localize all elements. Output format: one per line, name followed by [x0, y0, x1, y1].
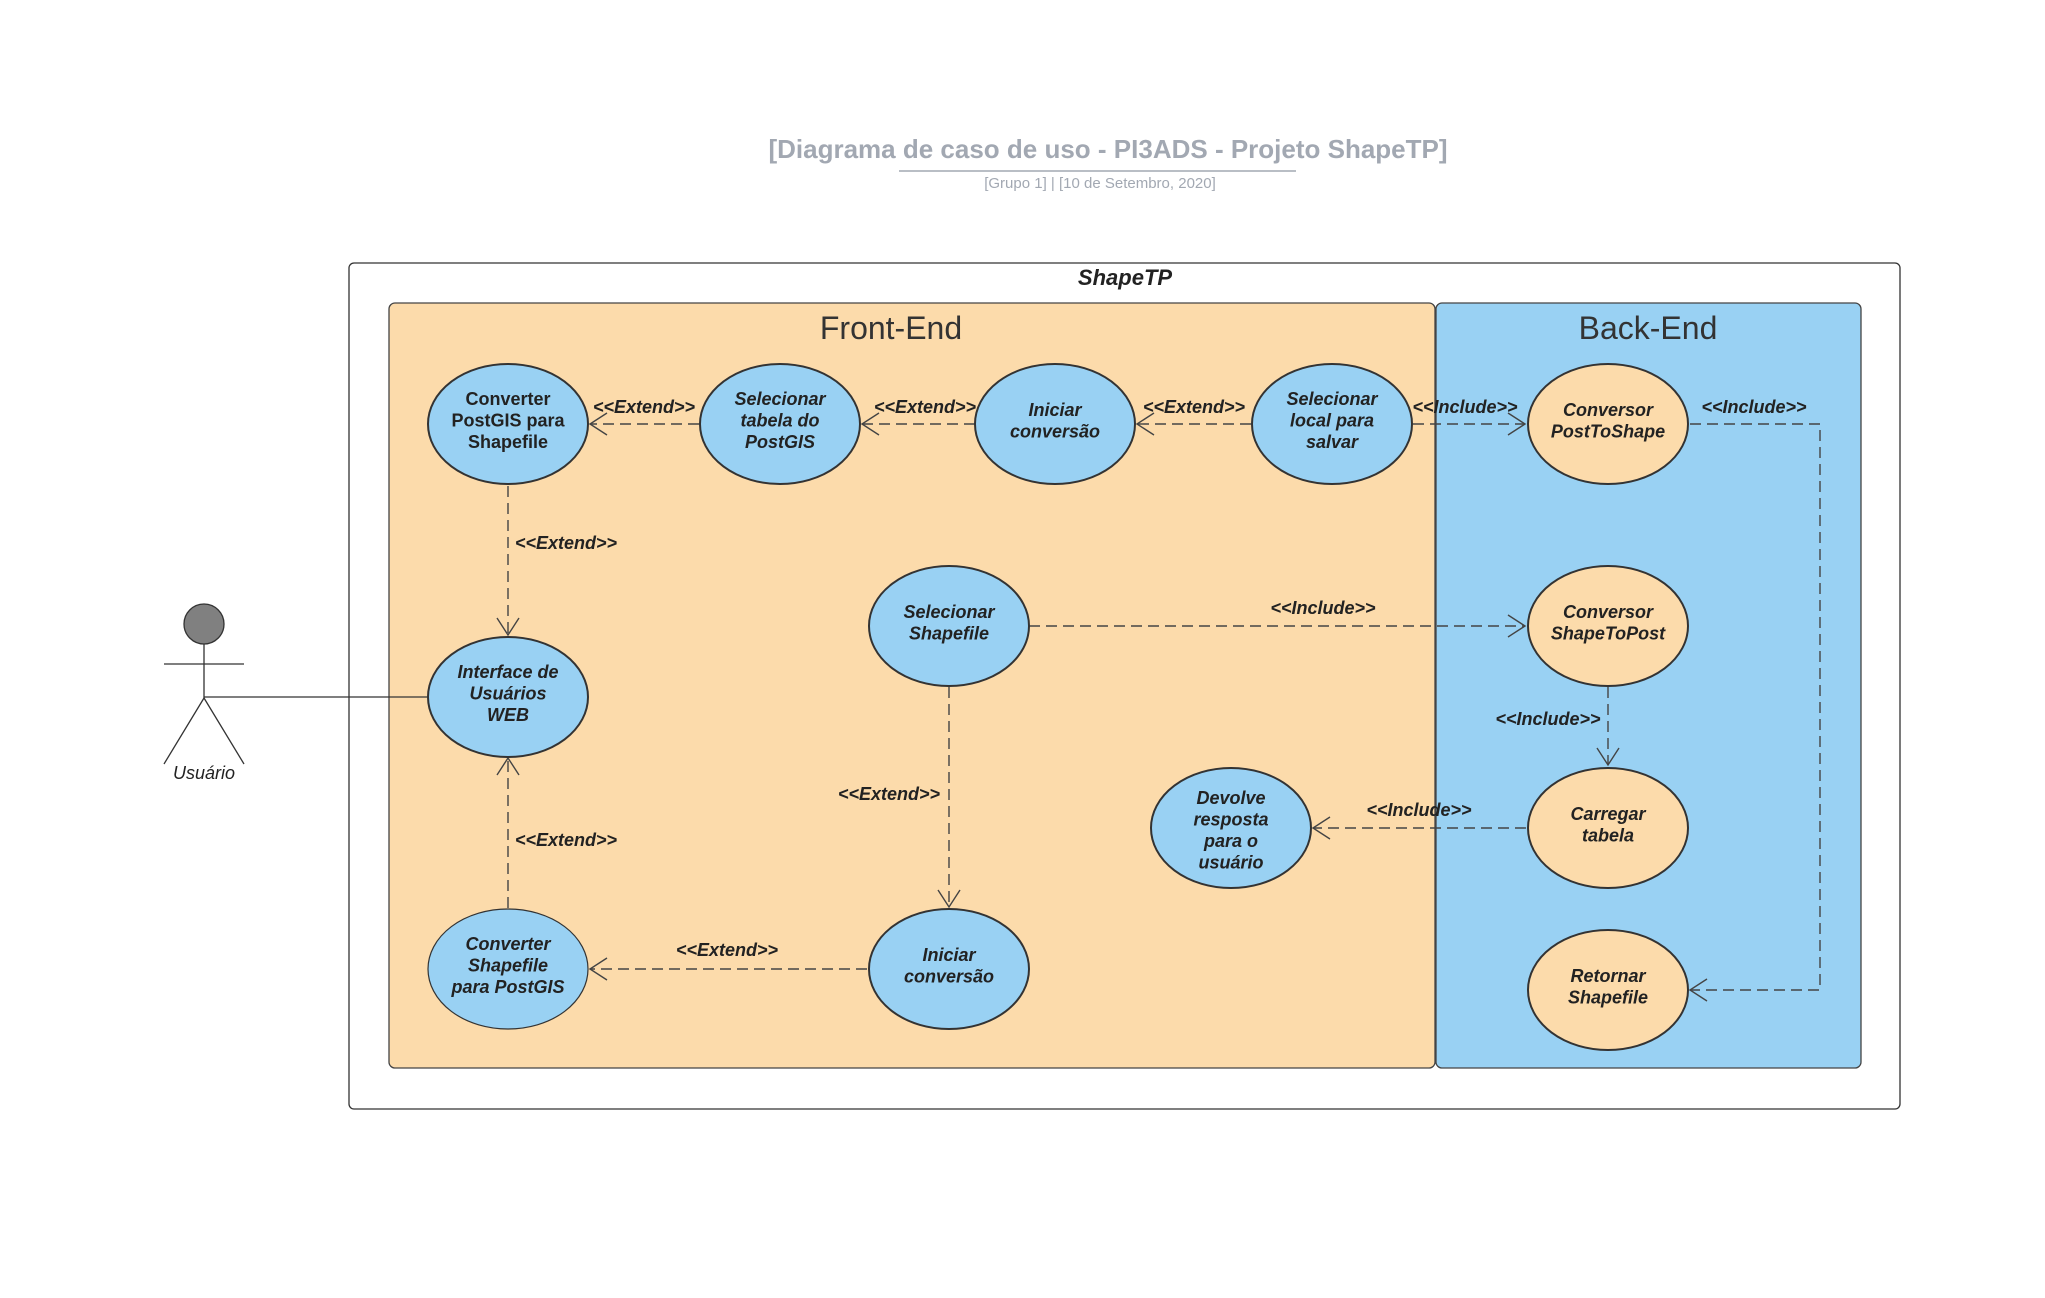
- rel-label-extend: <<Extend>>: [515, 830, 618, 850]
- system-label: ShapeTP: [1078, 265, 1172, 290]
- rel-label-include: <<Include>>: [1701, 397, 1807, 417]
- front-end-region: [388, 302, 1436, 1069]
- back-end-label: Back-End: [1579, 310, 1718, 346]
- rel-label-extend: <<Extend>>: [676, 940, 779, 960]
- front-end-label: Front-End: [820, 310, 962, 346]
- actor-head: [183, 603, 225, 645]
- rel-label-extend: <<Extend>>: [515, 533, 618, 553]
- rel-label-include: <<Include>>: [1412, 397, 1518, 417]
- rel-label-include: <<Include>>: [1495, 709, 1601, 729]
- rel-label-extend: <<Extend>>: [874, 397, 977, 417]
- actor-label: Usuário: [173, 763, 235, 783]
- rel-label-extend: <<Extend>>: [593, 397, 696, 417]
- rel-label-include: <<Include>>: [1366, 800, 1472, 820]
- rel-label-include: <<Include>>: [1270, 598, 1376, 618]
- diagram-title: [Diagrama de caso de uso - PI3ADS - Proj…: [768, 134, 1447, 164]
- diagram-subtitle: [Grupo 1] | [10 de Setembro, 2020]: [984, 175, 1216, 192]
- actor-usuario[interactable]: Usuário: [163, 603, 245, 783]
- rel-label-extend: <<Extend>>: [1143, 397, 1246, 417]
- rel-label-extend: <<Extend>>: [838, 784, 941, 804]
- back-end-region: [1435, 302, 1862, 1069]
- relationship-lines: [496, 412, 1821, 1002]
